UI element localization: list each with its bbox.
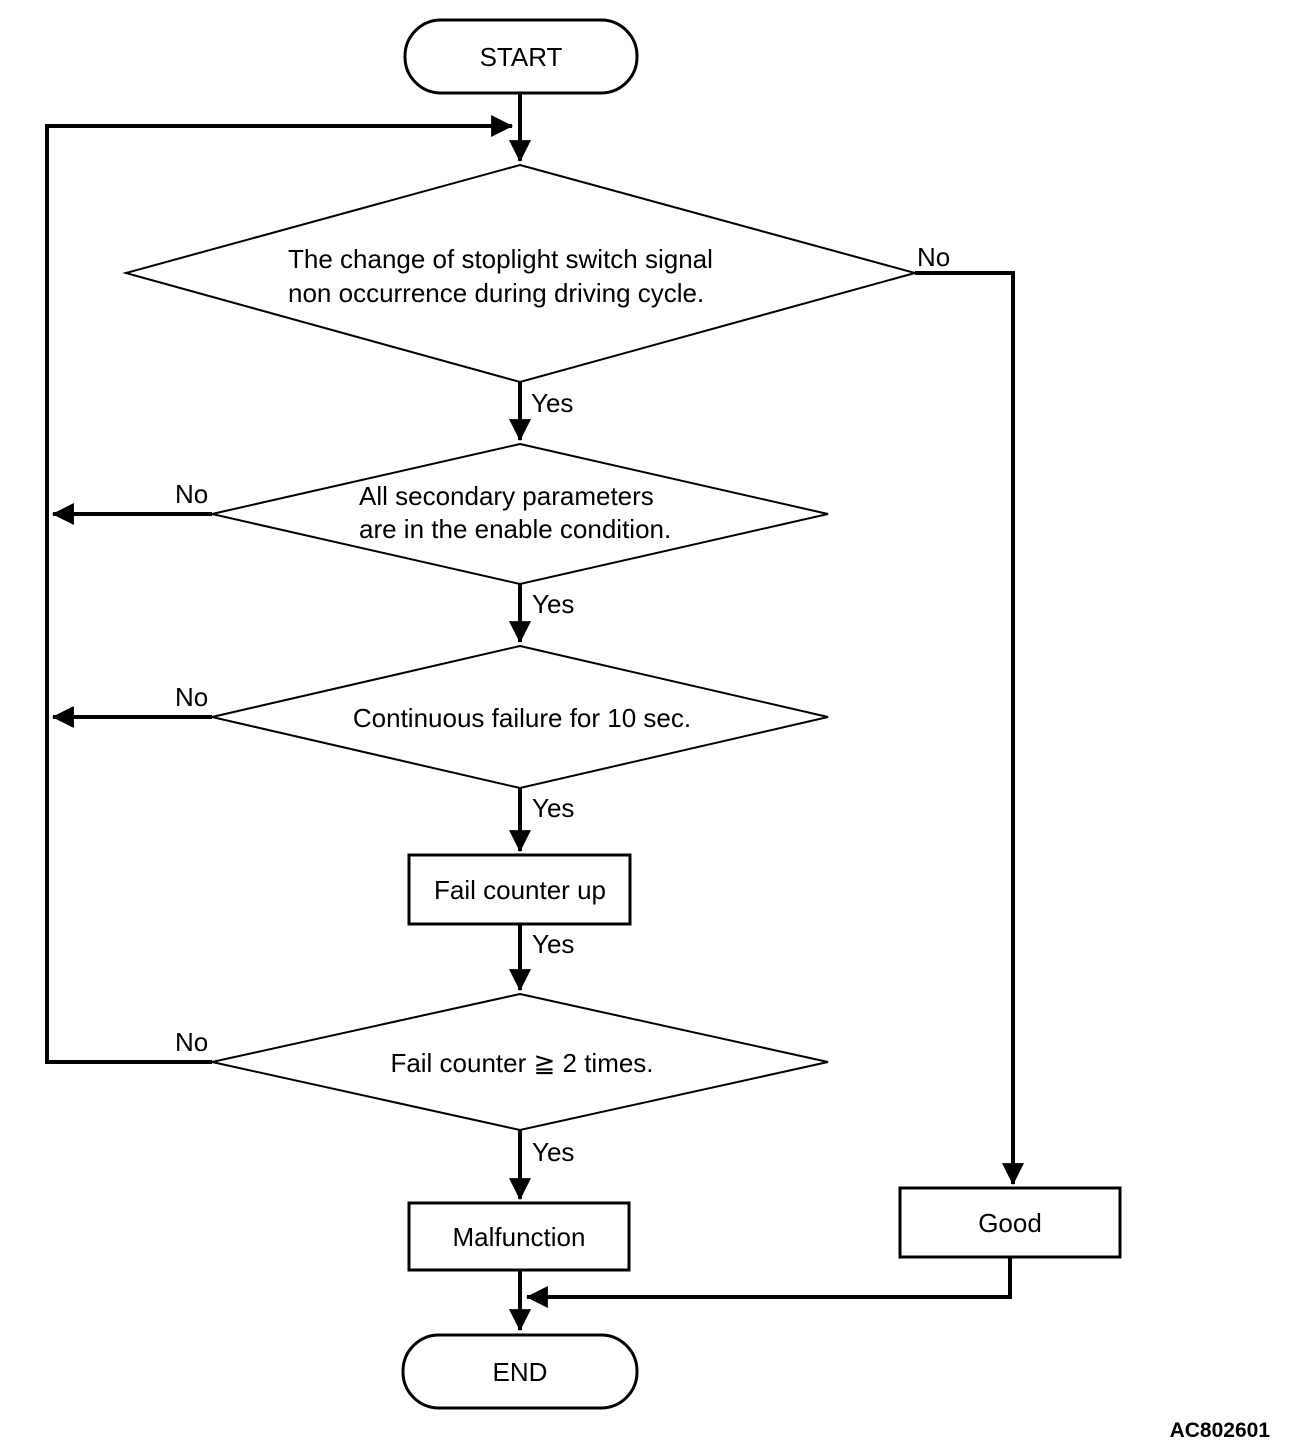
end-terminator-shape (401, 1333, 639, 1410)
decision1-yes-label: Yes (531, 388, 573, 418)
decision1-no-label: No (917, 242, 950, 272)
decision1-label: The change of stoplight switch signal no… (288, 244, 720, 308)
fail-counter-out-label: Yes (532, 929, 574, 959)
edge-decision4-no-feedback-loop (45, 115, 514, 1064)
decision4-no-label: No (175, 1027, 208, 1057)
decision4-diamond (211, 992, 829, 1132)
edge-decision1-no-to-good (915, 271, 1024, 1186)
decision1-label-line2: non occurrence during driving cycle. (288, 278, 704, 308)
end-label: END (493, 1357, 548, 1387)
decision4-label: Fail counter ≧ 2 times. (390, 1048, 653, 1078)
decision3-diamond (211, 644, 829, 790)
decision2-label-line1: All secondary parameters (359, 481, 654, 511)
decision3-no-label: No (175, 682, 208, 712)
decision2-diamond (211, 442, 829, 586)
figure-code: AC802601 (1170, 1419, 1271, 1442)
good-label: Good (978, 1208, 1042, 1238)
decision3-yes-label: Yes (532, 793, 574, 823)
decision2-yes-label: Yes (532, 589, 574, 619)
start-terminator-shape (403, 18, 639, 95)
malfunction-box (407, 1201, 631, 1272)
decision2-label: All secondary parameters are in the enab… (359, 481, 671, 544)
malfunction-label: Malfunction (453, 1222, 586, 1252)
decision2-label-line2: are in the enable condition. (359, 514, 671, 544)
fail-counter-up-label: Fail counter up (434, 875, 606, 905)
start-label: START (480, 42, 563, 72)
decision4-yes-label: Yes (532, 1137, 574, 1167)
good-box (898, 1186, 1122, 1259)
fail-counter-up-box (407, 853, 632, 926)
edge-good-to-end (525, 1257, 1012, 1308)
decision3-label: Continuous failure for 10 sec. (353, 703, 691, 733)
decision1-diamond (122, 163, 919, 384)
decision2-no-label: No (175, 479, 208, 509)
decision1-label-line1: The change of stoplight switch signal (288, 244, 713, 274)
